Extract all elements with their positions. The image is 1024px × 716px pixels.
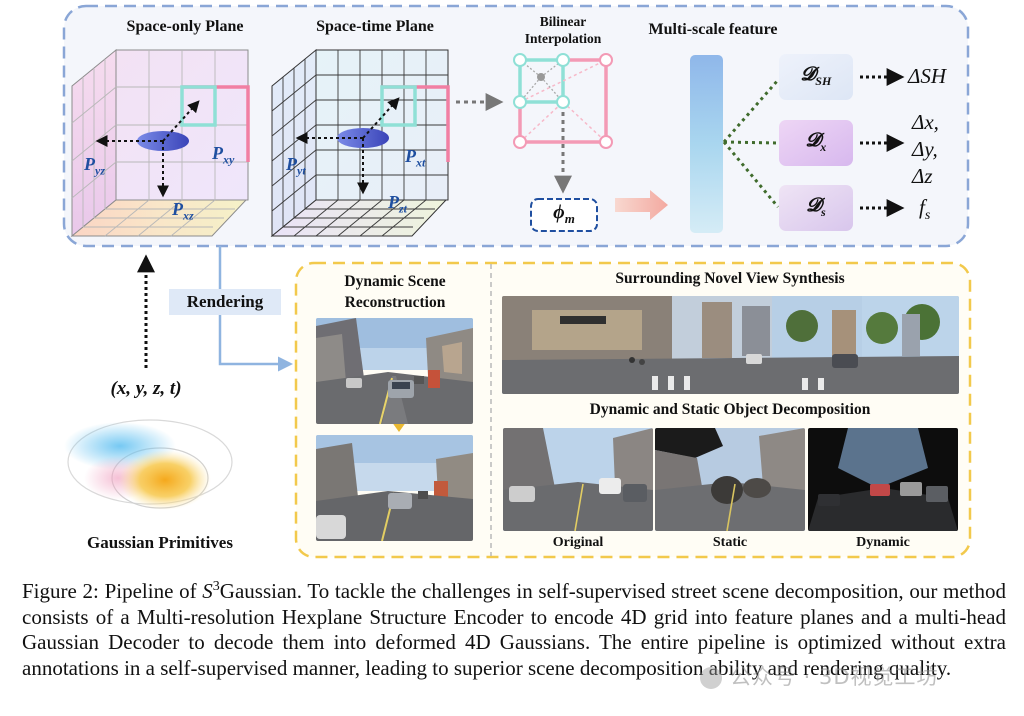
plane-p-xz: P [172,199,183,219]
novel-view-title: Surrounding Novel View Synthesis [615,270,845,287]
decoder-output-arrows [860,68,905,217]
decoder-s-symbol: 𝓓 [806,195,821,216]
plane-sub-yz: yz [95,163,105,178]
decoder-s-sub: s [820,204,826,219]
plane-p-xt: P [405,146,416,166]
bilinear-line1: Bilinear [539,14,587,29]
plane-label-xy: Pxy [212,143,234,168]
rendering-label-bg [169,289,281,315]
plane-sub-xz: xz [183,208,194,223]
multi-scale-feature-bar [690,55,723,233]
caption-text-after: Gaussian. To tackle the challenges in se… [22,579,1006,680]
plane-sub-zt: zt [399,201,408,216]
decoder-sh-label: 𝓓SH [779,64,853,89]
figure-caption: Figure 2: Pipeline of S3Gaussian. To tac… [22,574,1006,681]
phi-sub: m [564,211,575,226]
output-delta-xyz: Δx, Δy, Δz [912,110,939,188]
dynamic-scene-line1: Dynamic Scene [344,273,446,290]
bilinear-interpolation-label: Bilinear Interpolation [508,13,618,47]
interpolation-grid [513,53,613,149]
decoder-x-sub: x [820,139,827,154]
plane-p-yz: P [84,154,95,174]
plane-p-zt: P [388,192,399,212]
output-fs: fs [919,195,930,224]
caption-paragraph: Figure 2: Pipeline of S3Gaussian. To tac… [22,574,1006,681]
reconstruction-photo-top [316,318,473,424]
wechat-icon [700,667,722,689]
big-pink-arrow [615,190,668,220]
space-time-title: Space-time Plane [316,18,434,35]
dynamic-scene-label: Dynamic Scene Reconstruction [310,271,480,313]
phi-box [530,198,598,232]
caption-s-sup: 3 [212,579,220,594]
label-original: Original [552,535,604,550]
caption-label: Figure 2: [22,579,105,603]
dynamic-scene-line2: Reconstruction [344,294,446,311]
space-only-title: Space-only Plane [126,18,244,35]
novel-view-panorama [502,296,959,394]
plane-label-yz: Pyz [84,154,105,179]
caption-s-letter: S [202,579,213,603]
phi-symbol: ϕ [553,201,565,223]
decoder-sh-box [779,54,853,100]
bilinear-line2: Interpolation [524,31,602,46]
plane-label-xz: Pxz [172,199,194,224]
decomposition-static [655,428,805,531]
decoder-sh-sub: SH [815,73,832,88]
plane-label-zt: Pzt [388,192,407,217]
space-only-cube [70,48,250,238]
rendering-label: Rendering [186,292,264,311]
decoder-s-label: 𝓓s [779,195,853,220]
output-fs-symbol: f [919,195,925,219]
label-dynamic: Dynamic [856,535,910,550]
label-static: Static [712,535,748,550]
plane-p-yt: P [286,154,297,174]
gaussian-primitives-graphic [64,419,233,510]
output-delta-sh: ΔSH [908,64,946,88]
phi-label: ϕm [531,201,597,227]
decomposition-dynamic [808,428,958,531]
decoder-x-label: 𝓓x [779,130,853,155]
space-time-cube [270,48,450,238]
output-fs-sub: s [924,208,931,224]
decomposition-title: Dynamic and Static Object Decomposition [589,401,871,418]
decoder-x-box [779,120,853,166]
plane-label-xt: Pxt [405,146,425,171]
coords-label: (x, y, z, t) [110,378,182,399]
rendering-connector [218,246,293,372]
watermark-text: 公众号 · 3D视觉工坊 [730,665,939,689]
decomposition-original [503,428,653,531]
multi-scale-title: Multi-scale feature [648,21,778,38]
plane-sub-yt: yt [297,163,306,178]
decoder-branches [722,79,780,208]
caption-text-before: Pipeline of [104,579,203,603]
reconstruction-photo-bottom [316,435,473,541]
plane-label-yt: Pyt [286,154,306,179]
decoder-s-box [779,185,853,231]
plane-sub-xt: xt [416,155,426,170]
watermark: 公众号 · 3D视觉工坊 [700,661,939,691]
decoder-x-symbol: 𝓓 [805,130,821,151]
decoder-sh-symbol: 𝓓 [800,64,816,85]
plane-p-xy: P [212,143,223,163]
gaussian-primitives-label: Gaussian Primitives [87,533,233,552]
plane-sub-xy: xy [223,152,235,167]
